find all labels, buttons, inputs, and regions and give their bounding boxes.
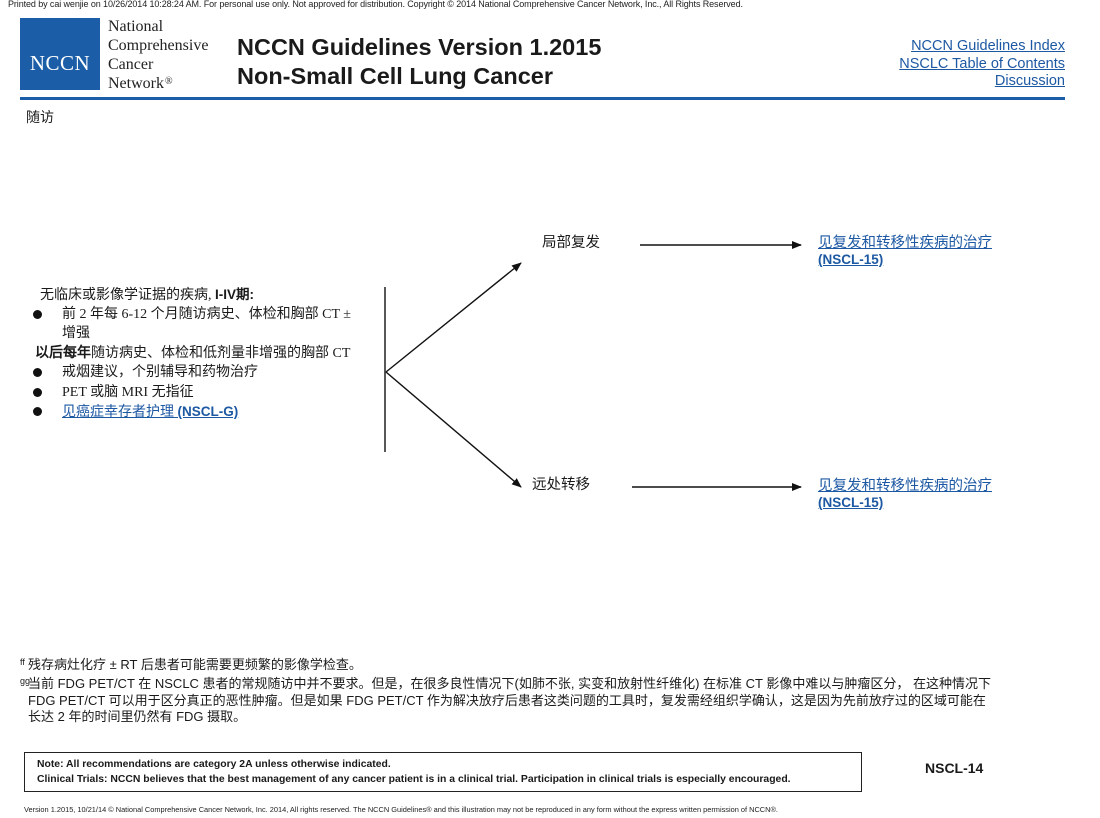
page-title: NCCN Guidelines Version 1.2015 Non-Small…	[237, 33, 601, 90]
note-box: Note: All recommendations are category 2…	[24, 752, 862, 792]
followup-heading-stage: I-IV期:	[215, 287, 254, 302]
local-recurrence-treatment-link[interactable]: 见复发和转移性疾病的治疗 (NSCL-15)	[818, 234, 992, 268]
list-item: 戒烟建议，个别辅导和药物治疗	[30, 363, 380, 383]
print-notice: Printed by cai wenjie on 10/26/2014 10:2…	[8, 0, 743, 9]
bullet-dot	[33, 387, 42, 397]
survivorship-link-text: 见癌症幸存者护理	[62, 405, 174, 420]
survivorship-care-link[interactable]: 见癌症幸存者护理 (NSCL-G)	[62, 404, 239, 420]
annual-followup-lead: 以后每年	[35, 345, 91, 361]
footnote-marker: ff	[20, 657, 25, 667]
clinical-trials-note: Clinical Trials: NCCN believes that the …	[37, 774, 791, 785]
list-item-text: 增强	[62, 326, 90, 341]
list-item-text: 戒烟建议，个别辅导和药物治疗	[62, 365, 258, 380]
treatment-link-ref: (NSCL-15)	[818, 252, 884, 267]
bullet-dot	[33, 309, 42, 319]
page-code: NSCL-14	[925, 760, 984, 776]
annual-followup-text: 随访病史、体检和低剂量非增强的胸部 CT	[91, 345, 351, 361]
survivorship-link-ref: (NSCL-G)	[177, 404, 239, 419]
list-item-text: 前 2 年每 6-12 个月随访病史、体检和胸部 CT ±	[62, 306, 351, 322]
followup-heading-text: 无临床或影像学证据的疾病,	[40, 288, 212, 303]
distant-metastasis-label: 远处转移	[532, 477, 590, 493]
annual-followup-line: 以后每年随访病史、体检和低剂量非增强的胸部 CT	[30, 344, 380, 364]
local-recurrence-label: 局部复发	[542, 235, 600, 251]
bullet-dot	[33, 368, 42, 377]
section-title: 随访	[26, 111, 54, 126]
list-item: 见癌症幸存者护理 (NSCL-G)	[30, 402, 380, 422]
treatment-link-ref: (NSCL-15)	[818, 495, 884, 510]
footnote-text: 当前 FDG PET/CT 在 NSCLC 患者的常规随访中并不要求。但是，在很…	[28, 676, 991, 691]
title-version: NCCN Guidelines Version 1.2015	[237, 34, 602, 60]
org-name-line: Comprehensive	[108, 37, 209, 54]
category-note: Note: All recommendations are category 2…	[37, 759, 391, 770]
list-item: 前 2 年每 6-12 个月随访病史、体检和胸部 CT ±	[30, 305, 380, 325]
org-name-line: National	[108, 18, 164, 35]
registered-mark: ®	[164, 76, 173, 87]
header-divider	[20, 97, 1065, 100]
footnote-line: gg当前 FDG PET/CT 在 NSCLC 患者的常规随访中并不要求。但是，…	[20, 676, 1085, 693]
branch-line-distant-metastasis	[385, 371, 522, 488]
distant-metastasis-treatment-link[interactable]: 见复发和转移性疾病的治疗 (NSCL-15)	[818, 477, 992, 511]
list-item-continuation: 增强	[30, 324, 380, 344]
bullet-dot	[33, 407, 42, 416]
guidelines-index-link[interactable]: NCCN Guidelines Index	[911, 38, 1065, 54]
table-of-contents-link[interactable]: NSCLC Table of Contents	[899, 55, 1065, 72]
footnote-text: 残存病灶化疗 ± RT 后患者可能需要更频繁的影像学检查。	[28, 657, 362, 672]
branch-line-local-recurrence	[385, 262, 522, 373]
logo-text: NCCN	[29, 51, 91, 75]
footnote-line: 长达 2 年的时间里仍然有 FDG 摄取。	[28, 709, 247, 724]
followup-recommendations: 无临床或影像学证据的疾病, I-IV期: 前 2 年每 6-12 个月随访病史、…	[30, 285, 380, 422]
copyright-footer: Version 1.2015, 10/21/14 © National Comp…	[24, 805, 778, 814]
list-item-text: PET 或脑 MRI 无指征	[62, 384, 194, 400]
org-name: National Comprehensive Cancer Network®	[108, 17, 208, 95]
nccn-logo: NCCN	[20, 18, 100, 90]
title-cancer-type: Non-Small Cell Lung Cancer	[237, 62, 553, 89]
treatment-link-text: 见复发和转移性疾病的治疗	[818, 235, 992, 251]
header-nav: NCCN Guidelines Index NSCLC Table of Con…	[899, 38, 1065, 91]
discussion-link[interactable]: Discussion	[994, 73, 1065, 89]
org-name-line: Network®	[108, 74, 208, 95]
footnote-marker: gg	[20, 676, 31, 686]
footnote-gg: gg当前 FDG PET/CT 在 NSCLC 患者的常规随访中并不要求。但是，…	[20, 676, 1085, 725]
org-name-network: Network	[108, 75, 164, 92]
org-name-line: Cancer	[108, 56, 154, 73]
list-item: PET 或脑 MRI 无指征	[30, 383, 380, 403]
footnote-line: FDG PET/CT 可以用于区分真正的恶性肿瘤。但是如果 FDG PET/CT…	[28, 693, 986, 708]
treatment-link-text: 见复发和转移性疾病的治疗	[818, 478, 992, 494]
followup-heading: 无临床或影像学证据的疾病, I-IV期:	[30, 285, 380, 305]
